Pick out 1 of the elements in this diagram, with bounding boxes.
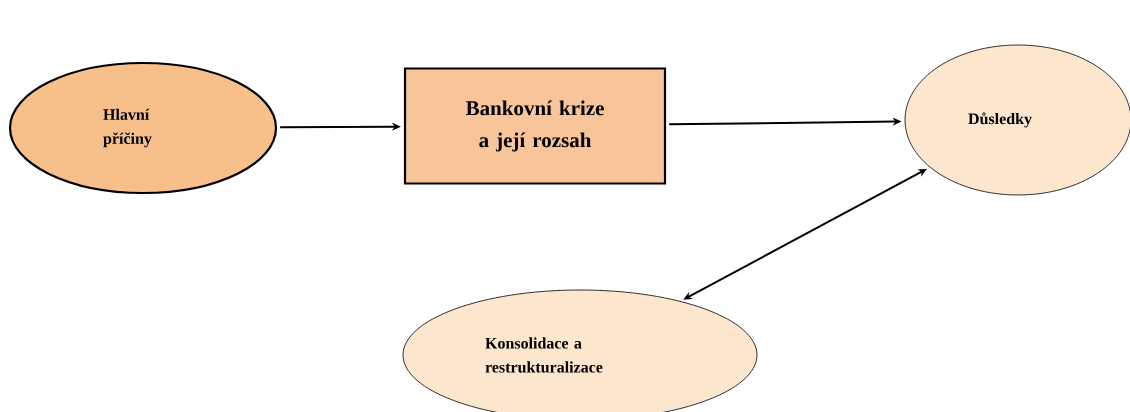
process-box: Bankovní krize a její rozsah bbox=[403, 67, 667, 185]
